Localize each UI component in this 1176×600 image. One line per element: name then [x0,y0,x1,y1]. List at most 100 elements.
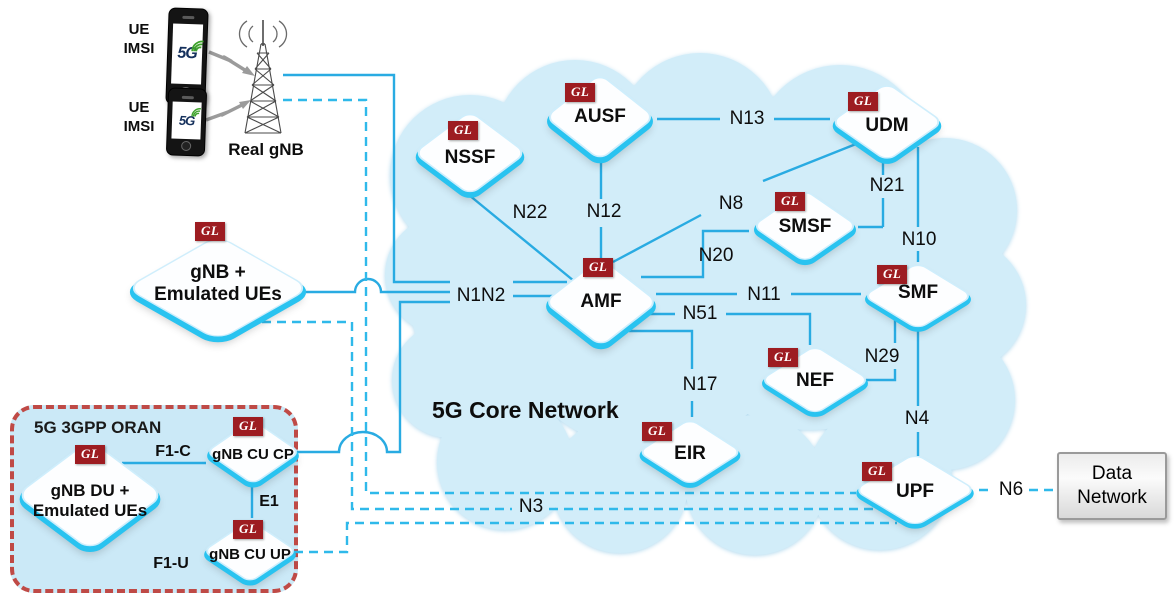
ue1-phone[interactable]: 5G [165,7,209,106]
node-label-line1: gNB + [190,262,246,283]
wire-n21 [858,163,885,229]
node-udm[interactable]: GL UDM [829,81,945,163]
node-label: AUSF [574,106,626,127]
wire-n17 [629,329,694,417]
node-label: AMF [580,291,622,312]
gl-badge: GL [848,92,879,111]
5g-signal-icon [191,108,202,117]
gl-badge: GL [583,258,614,277]
ue1-label-line2: IMSI [123,40,155,57]
node-label: EIR [674,443,706,464]
gl-badge: GL [862,462,893,481]
node-label-line2: Emulated UEs [154,284,282,305]
gl-badge: GL [768,348,799,367]
oran-title: 5G 3GPP ORAN [34,418,162,437]
node-label: NEF [796,370,834,391]
radio-link-icon [205,50,249,122]
wire-n29 [866,318,897,382]
ue2-phone[interactable]: 5G [165,87,208,157]
node-smsf[interactable]: GL SMSF [751,188,859,264]
link-label-n29: N29 [864,346,900,367]
link-label-n8: N8 [718,193,744,214]
phone-speaker [181,95,194,100]
ue1-label-line1: UE [128,21,150,38]
wire-n20 [641,229,749,279]
ue2-label: UE IMSI [114,98,164,136]
phone-home-button [180,140,191,152]
wire-n3-emulated-gnb-upf [262,320,877,511]
node-label: SMSF [778,216,832,237]
phone-screen: 5G [171,101,202,140]
gl-badge: GL [195,222,226,241]
5g-logo: 5G [179,108,202,128]
solid-links [122,73,920,518]
gl-badge: GL [233,417,264,436]
link-label-n11: N11 [747,284,781,305]
node-label: SMF [897,282,939,303]
wire-emulated-gnb-amf [305,277,450,294]
gl-badge: GL [775,192,806,211]
node-label-line1: gNB DU + [50,481,130,500]
ue2-label-line2: IMSI [123,118,155,135]
node-gnb-cu-cp[interactable]: GL gNB CU CP [204,417,302,486]
link-label-e1: E1 [259,493,279,510]
ue1-label: UE IMSI [114,20,164,58]
gl-badge: GL [233,520,264,539]
node-label-line2: Emulated UEs [32,501,148,520]
link-label-n51: N51 [682,303,718,324]
node-gnb-du-emulated-ues[interactable]: GL gNB DU + Emulated UEs [15,438,165,552]
gl-badge: GL [448,121,479,140]
link-label-n1n2: N1N2 [456,285,506,306]
link-label-n3: N3 [518,496,544,517]
link-label-n12: N12 [586,201,622,222]
gl-badge: GL [642,422,673,441]
node-smf[interactable]: GL SMF [862,261,974,331]
node-label: gNB + Emulated UEs [125,262,311,306]
node-gnb-cu-up[interactable]: GL gNB CU UP [201,518,299,584]
wire-n22 [468,194,575,282]
node-amf[interactable]: GL AMF [543,256,659,348]
node-label: UPF [896,481,934,502]
node-label: NSSF [444,147,496,168]
dashed-links [262,98,1056,554]
core-network-title: 5G Core Network [432,397,619,423]
5g-signal-icon [190,40,204,52]
real-gnb-label: Real gNB [228,140,304,159]
wire-real-gnb-upf [283,98,856,495]
node-eir[interactable]: GL EIR [636,418,744,486]
wire-n51 [649,312,812,345]
data-network-box[interactable]: Data Network [1057,452,1167,520]
phone-screen: 5G [171,23,204,85]
gl-badge: GL [877,265,908,284]
gl-badge: GL [565,83,596,102]
link-label-f1c: F1-C [155,443,191,460]
node-gnb-emulated-ues[interactable]: GL gNB + Emulated UEs [124,222,312,342]
ue2-label-line1: UE [128,99,150,116]
node-upf[interactable]: GL UPF [852,452,978,528]
node-nssf[interactable]: GL NSSF [412,110,528,196]
wire-cucp-amf [297,300,450,454]
wire-real-gnb-amf [283,73,450,284]
node-nef[interactable]: GL NEF [759,344,871,416]
5g-logo: 5G [177,40,204,64]
radio-link-arrowheads [239,66,255,109]
link-label-f1u: F1-U [153,555,189,572]
link-label-n13: N13 [729,108,765,129]
link-label-n17: N17 [682,374,718,395]
node-label: UDM [865,115,909,136]
node-label: gNB DU + Emulated UEs [15,481,165,521]
link-label-n20: N20 [698,245,734,266]
data-network-line2: Network [1077,487,1147,508]
node-label: gNB CU CP [212,446,294,463]
link-label-n10: N10 [901,229,937,250]
link-label-n4: N4 [904,408,930,429]
phone-speaker [182,15,195,20]
link-label-n22: N22 [512,202,548,223]
gnb-tower-icon [238,20,288,134]
wire-f1u-cuup-upf [294,521,897,554]
link-label-n6: N6 [998,479,1024,500]
link-label-n21: N21 [869,175,905,196]
node-ausf[interactable]: GL AUSF [544,72,656,162]
